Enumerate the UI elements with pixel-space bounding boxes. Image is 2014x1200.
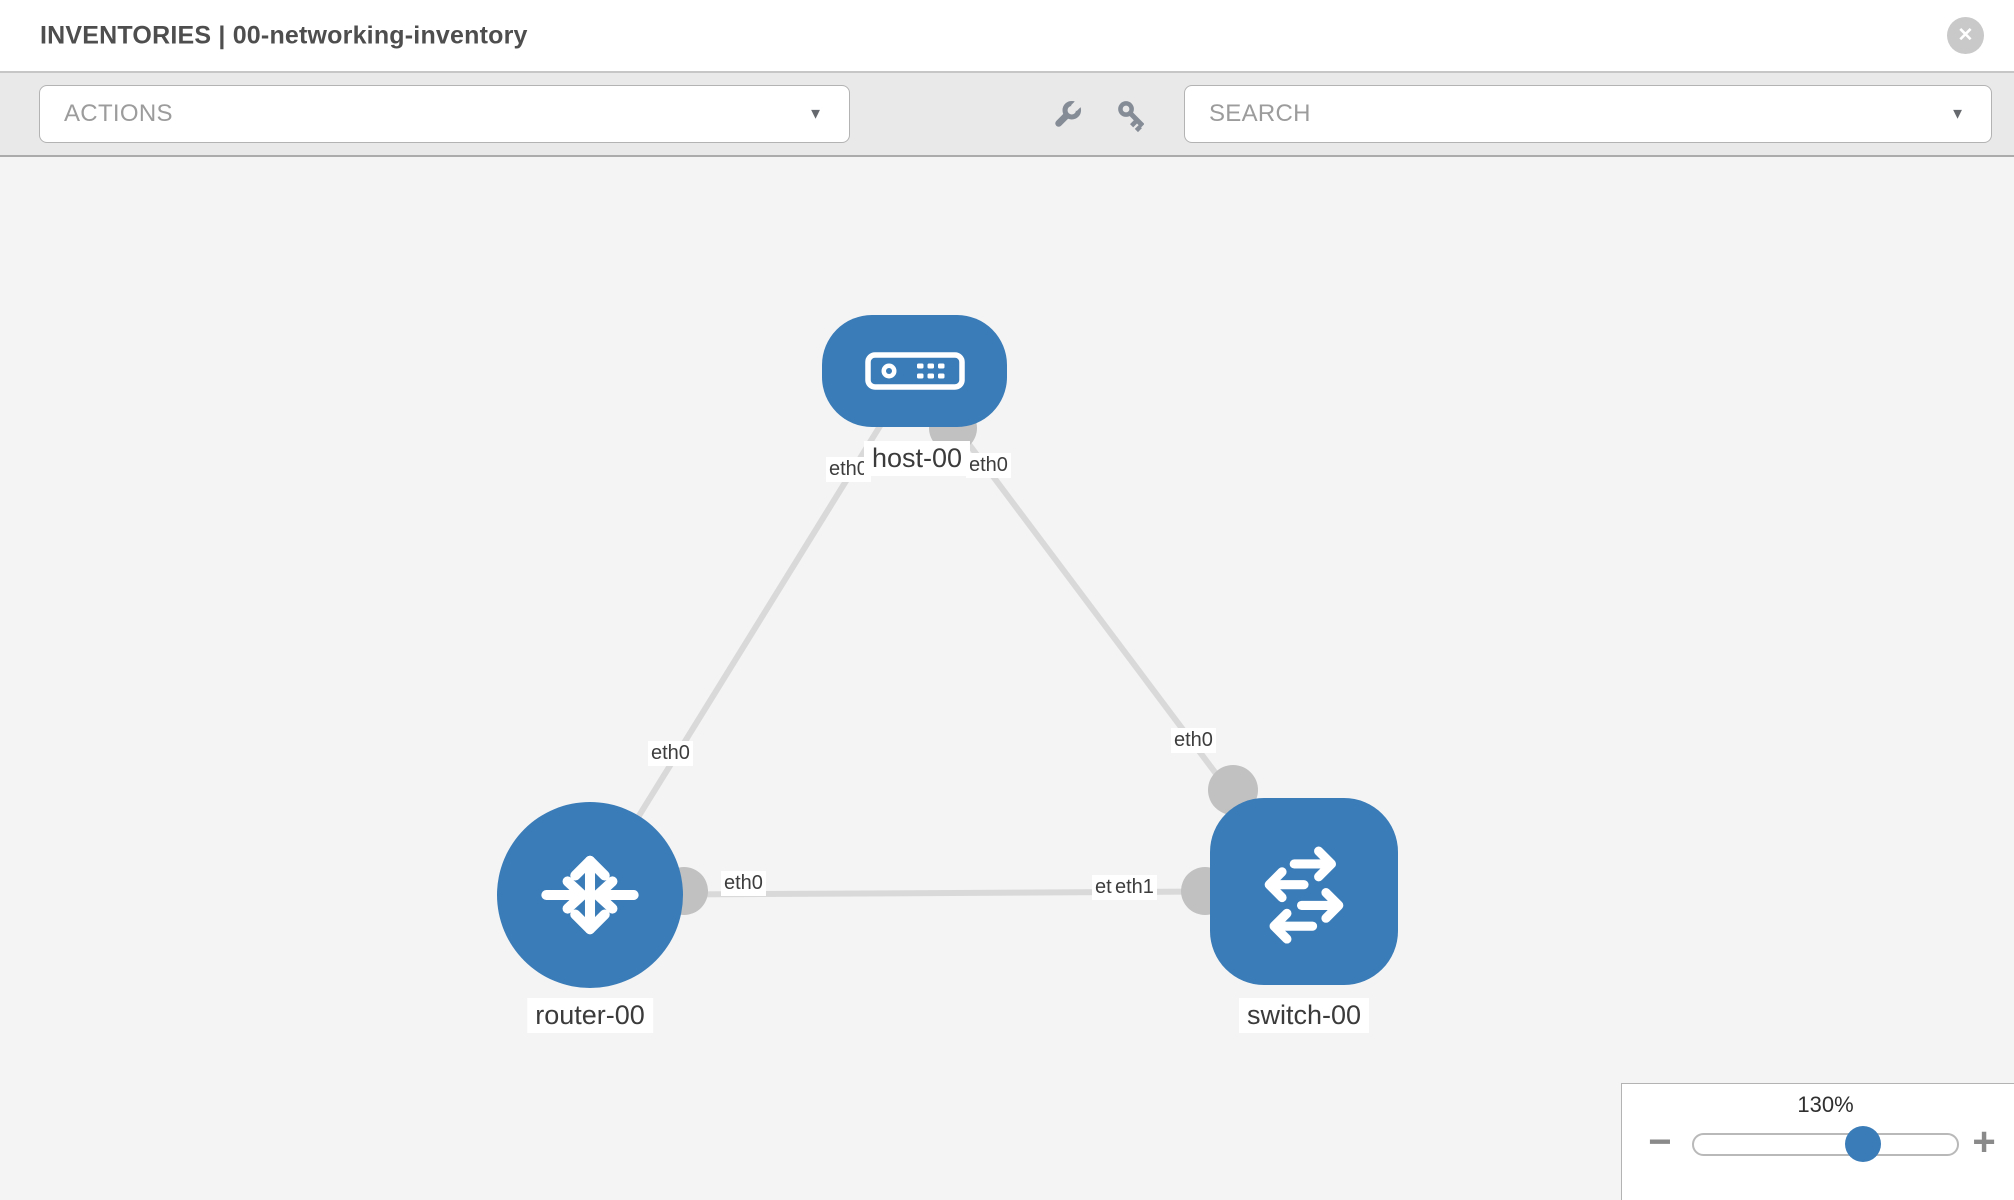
interface-label: eth1 [1112, 875, 1157, 900]
switch-icon [1264, 846, 1344, 944]
header: INVENTORIES | 00-networking-inventory ✕ [0, 0, 2014, 73]
minus-icon: − [1648, 1119, 1672, 1164]
zoom-out-button[interactable]: − [1640, 1120, 1680, 1164]
interface-label: eth0 [648, 741, 693, 766]
node-label-switch: switch-00 [1238, 998, 1370, 1033]
zoom-panel: 130% − + [1621, 1083, 2014, 1200]
interface-label: eth0 [826, 457, 871, 482]
router-icon [541, 855, 639, 935]
node-host-00[interactable] [822, 315, 1007, 427]
key-icon [1118, 101, 1145, 133]
search-dropdown[interactable]: SEARCH ▼ [1184, 85, 1992, 143]
link-lines [587, 369, 1307, 898]
node-router-00[interactable] [497, 802, 683, 988]
actions-label: ACTIONS [64, 100, 173, 127]
wrench-icon [1055, 99, 1083, 127]
toolbar: ACTIONS ▼ SEARCH ▼ [0, 73, 2014, 157]
zoom-slider-thumb[interactable] [1845, 1126, 1881, 1162]
node-switch-00[interactable] [1210, 798, 1398, 985]
plus-icon: + [1972, 1119, 1996, 1164]
node-label-host: host-00 [863, 441, 971, 476]
close-icon: ✕ [1957, 25, 1974, 46]
host-icon [864, 352, 965, 390]
interface-label: eth0 [721, 871, 766, 896]
zoom-level: 130% [1797, 1092, 1854, 1117]
chevron-down-icon: ▼ [1950, 105, 1965, 123]
close-button[interactable]: ✕ [1947, 17, 1984, 54]
configure-button[interactable] [1049, 97, 1085, 133]
topology-canvas[interactable]: eth0 eth0 eth0 eth0 eth0 eth0 eth1 [0, 157, 2014, 1200]
interface-label: eth0 [966, 453, 1011, 478]
node-label-router: router-00 [527, 998, 653, 1033]
zoom-in-button[interactable]: + [1964, 1120, 2004, 1164]
page-title: INVENTORIES | 00-networking-inventory [40, 21, 528, 49]
interface-label: eth0 [1171, 728, 1216, 753]
search-label: SEARCH [1209, 100, 1311, 127]
chevron-down-icon: ▼ [808, 105, 823, 123]
credentials-button[interactable] [1114, 97, 1150, 133]
actions-dropdown[interactable]: ACTIONS ▼ [39, 85, 850, 143]
zoom-slider-track[interactable] [1692, 1133, 1959, 1156]
